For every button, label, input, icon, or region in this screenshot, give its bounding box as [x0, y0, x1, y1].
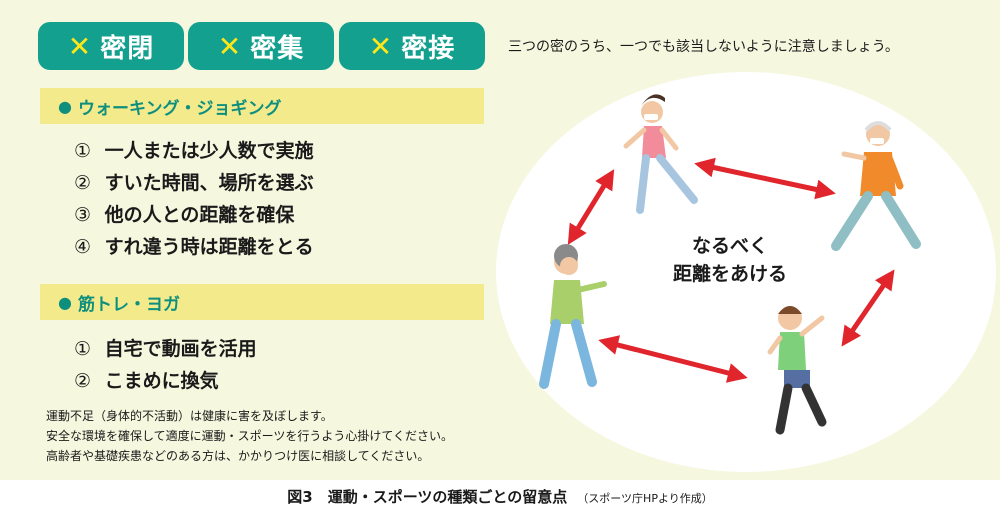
woman-runner-figure: [623, 94, 698, 214]
cross-icon: ✕: [217, 29, 243, 63]
distancing-illustration: [539, 94, 921, 435]
boy-runner-figure: [767, 306, 827, 435]
distancing-message: なるべく 距離をあける: [660, 232, 800, 288]
caption-source: （スポーツ庁HPより作成）: [577, 492, 713, 505]
category-walking-jogging: ● ウォーキング・ジョギング: [40, 88, 484, 124]
distance-arrow: [841, 269, 895, 347]
distance-arrow: [567, 169, 615, 245]
tip-text: 一人または少人数で実施: [104, 140, 314, 162]
badge-label: 密集: [250, 33, 305, 64]
health-note: 運動不足（身体的不活動）は健康に害を及ぼします。: [46, 409, 333, 423]
bullet-icon: ●: [58, 96, 72, 116]
health-note: 安全な環境を確保して適度に運動・スポーツを行うよう心掛けてください。: [46, 429, 454, 443]
illustration-background: [496, 72, 996, 472]
tip-number: ②: [74, 172, 92, 194]
tip-item: ② こまめに換気: [74, 366, 219, 393]
cross-icon: ✕: [67, 29, 93, 63]
figure-caption: 図3 運動・スポーツの種類ごとの留意点 （スポーツ庁HPより作成）: [0, 486, 1000, 507]
tip-number: ②: [74, 370, 92, 392]
tip-number: ①: [74, 140, 92, 162]
infographic-panel: ✕ 密閉 ✕ 密集 ✕ 密接 三つの密のうち、一つでも該当しないように注意しまし…: [0, 0, 1000, 480]
bullet-icon: ●: [58, 292, 72, 312]
tip-text: 自宅で動画を活用: [104, 338, 257, 360]
tip-item: ④ すれ違う時は距離をとる: [74, 232, 314, 259]
message-line: なるべく: [691, 235, 768, 257]
health-note: 高齢者や基礎疾患などのある方は、かかりつけ医に相談してください。: [46, 449, 430, 463]
distance-arrow: [598, 335, 748, 383]
tip-text: 他の人との距離を確保: [104, 204, 295, 226]
tip-item: ② すいた時間、場所を選ぶ: [74, 168, 314, 195]
badge-label: 密閉: [100, 33, 155, 64]
badge-label: 密接: [401, 33, 456, 64]
tip-text: こまめに換気: [104, 370, 219, 392]
category-strength-yoga: ● 筋トレ・ヨガ: [40, 284, 484, 320]
tip-item: ① 一人または少人数で実施: [74, 136, 314, 163]
tip-number: ①: [74, 338, 92, 360]
category-title: 筋トレ・ヨガ: [77, 294, 180, 315]
elderly-woman-walker-figure: [539, 244, 607, 389]
tip-text: すれ違う時は距離をとる: [104, 236, 314, 258]
cross-icon: ✕: [368, 29, 394, 63]
distance-arrow: [694, 157, 836, 200]
tip-text: すいた時間、場所を選ぶ: [104, 172, 314, 194]
intro-note: 三つの密のうち、一つでも該当しないように注意しましょう。: [508, 39, 899, 55]
badge-close-contact: ✕ 密接: [339, 22, 485, 70]
caption-title: 図3 運動・スポーツの種類ごとの留意点: [287, 488, 568, 506]
tip-item: ③ 他の人との距離を確保: [74, 200, 294, 227]
category-title: ウォーキング・ジョギング: [77, 98, 282, 119]
message-line: 距離をあける: [672, 263, 787, 285]
badge-closed-spaces: ✕ 密閉: [38, 22, 184, 70]
badge-crowded-places: ✕ 密集: [188, 22, 334, 70]
tip-item: ① 自宅で動画を活用: [74, 334, 257, 361]
elderly-man-walker-figure: [831, 121, 921, 251]
tip-number: ④: [74, 236, 92, 258]
tip-number: ③: [74, 204, 92, 226]
